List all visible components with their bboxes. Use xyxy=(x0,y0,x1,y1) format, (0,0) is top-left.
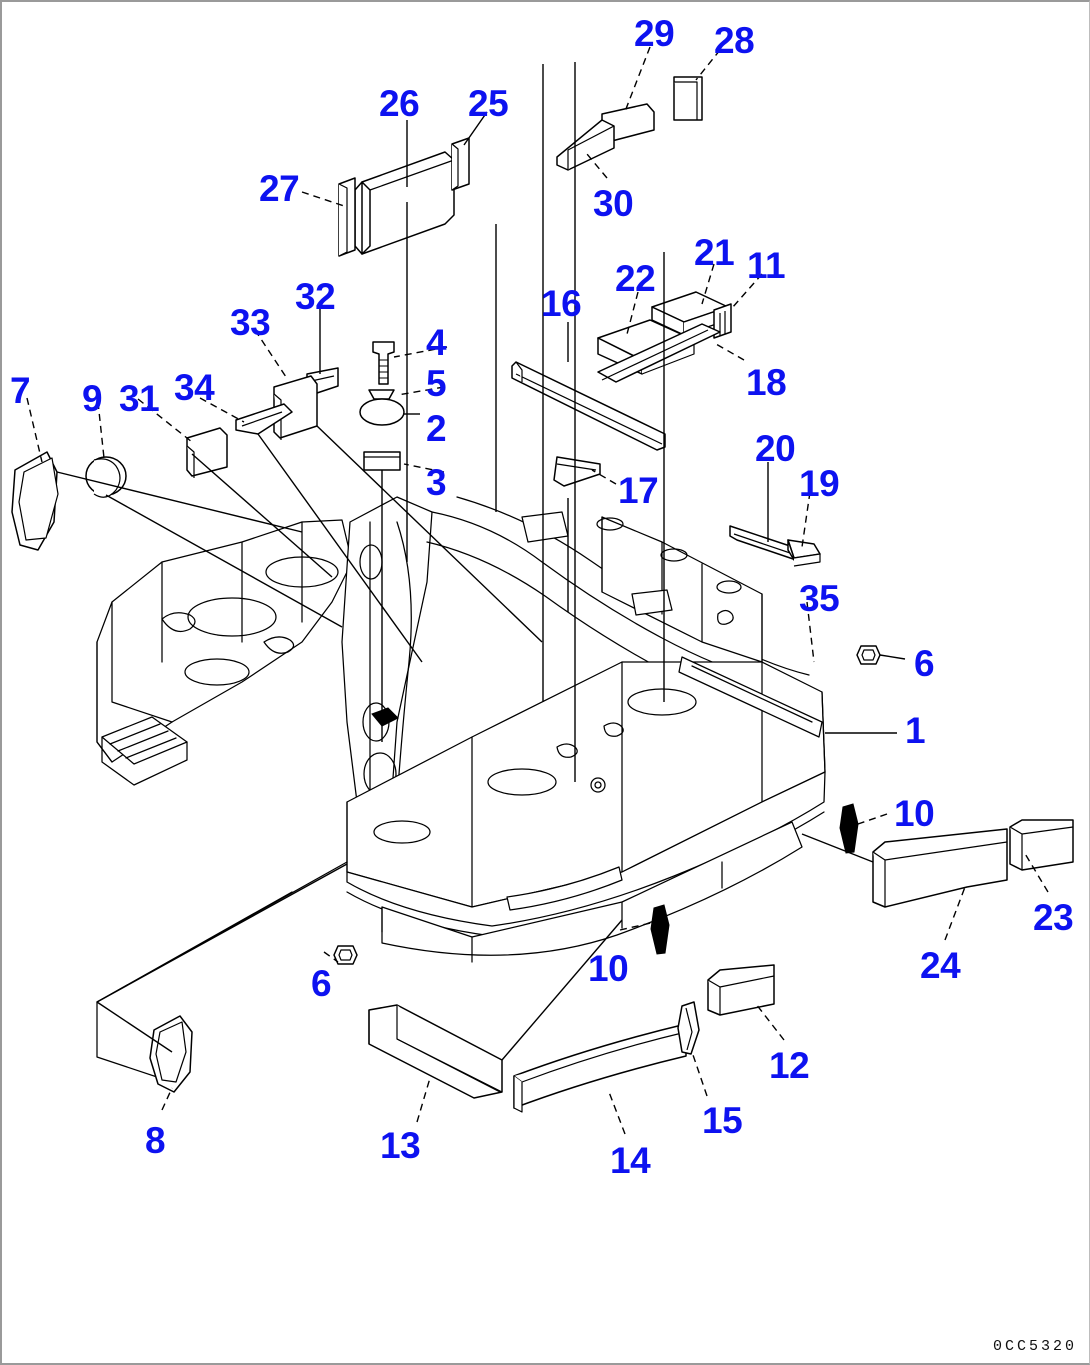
part-7-oval-cover xyxy=(11,451,59,551)
callout-30[interactable]: 30 xyxy=(593,183,634,224)
callout-15[interactable]: 15 xyxy=(702,1100,743,1141)
callout-14[interactable]: 14 xyxy=(610,1140,651,1181)
part-26-tall-panel xyxy=(338,151,455,257)
part-25-edge-strip xyxy=(451,137,470,191)
callout-34[interactable]: 34 xyxy=(174,367,215,408)
part-28-small-box xyxy=(673,76,703,121)
part-16-long-rail xyxy=(511,361,666,451)
callout-21[interactable]: 21 xyxy=(694,232,735,273)
part-13-long-panel xyxy=(368,1004,503,1099)
part-14-curved-panel xyxy=(513,1023,687,1113)
callout-26[interactable]: 26 xyxy=(379,83,420,124)
callout-7[interactable]: 7 xyxy=(10,370,31,411)
callout-1[interactable]: 1 xyxy=(905,710,926,751)
part-15-thin-wedge xyxy=(677,1001,700,1055)
callout-3[interactable]: 3 xyxy=(426,462,447,503)
callout-4[interactable]: 4 xyxy=(426,322,447,363)
callout-16[interactable]: 16 xyxy=(541,283,582,324)
part-32-33-34 xyxy=(186,367,339,478)
callout-11[interactable]: 11 xyxy=(747,245,786,286)
callout-13[interactable]: 13 xyxy=(380,1125,421,1166)
callout-6-lower[interactable]: 6 xyxy=(311,963,332,1004)
part-24-side-cover xyxy=(872,828,1008,908)
part-29-30-wedges xyxy=(556,103,655,171)
main-frame-body xyxy=(96,496,826,1083)
callout-28[interactable]: 28 xyxy=(714,20,755,61)
drawing-code: 0CC5320 xyxy=(992,1338,1077,1355)
callout-17[interactable]: 17 xyxy=(618,470,659,511)
part-20-19-35-bracket xyxy=(729,525,821,567)
callout-24[interactable]: 24 xyxy=(920,945,961,986)
part-22-21-11-18 xyxy=(597,291,732,383)
part-6-nuts xyxy=(333,645,881,965)
callout-29[interactable]: 29 xyxy=(634,13,675,54)
callout-20[interactable]: 20 xyxy=(755,428,796,469)
callout-25[interactable]: 25 xyxy=(468,83,509,124)
part-10-clips xyxy=(650,803,859,955)
part-17-small-bracket xyxy=(553,456,601,487)
callout-22[interactable]: 22 xyxy=(615,258,656,299)
callout-6-upper[interactable]: 6 xyxy=(914,643,935,684)
callout-23[interactable]: 23 xyxy=(1033,897,1074,938)
callout-32[interactable]: 32 xyxy=(295,276,336,317)
callout-8[interactable]: 8 xyxy=(145,1120,166,1161)
part-9-grommet xyxy=(85,456,127,498)
leader-lines xyxy=(26,46,1049,1135)
callout-18[interactable]: 18 xyxy=(746,362,787,403)
part-8-oval-cover-lower xyxy=(149,1015,193,1093)
callout-2[interactable]: 2 xyxy=(426,408,447,449)
callout-31[interactable]: 31 xyxy=(119,378,160,419)
callout-10-lower[interactable]: 10 xyxy=(588,948,629,989)
callout-5[interactable]: 5 xyxy=(426,363,447,404)
callout-27[interactable]: 27 xyxy=(259,168,300,209)
part-12-small-panel xyxy=(707,964,775,1016)
callout-10-upper[interactable]: 10 xyxy=(894,793,935,834)
callout-35[interactable]: 35 xyxy=(799,578,840,619)
part-23-square-panel xyxy=(1009,819,1074,871)
callout-19[interactable]: 19 xyxy=(799,463,840,504)
callout-33[interactable]: 33 xyxy=(230,302,271,343)
callout-9[interactable]: 9 xyxy=(82,378,103,419)
callout-12[interactable]: 12 xyxy=(769,1045,810,1086)
